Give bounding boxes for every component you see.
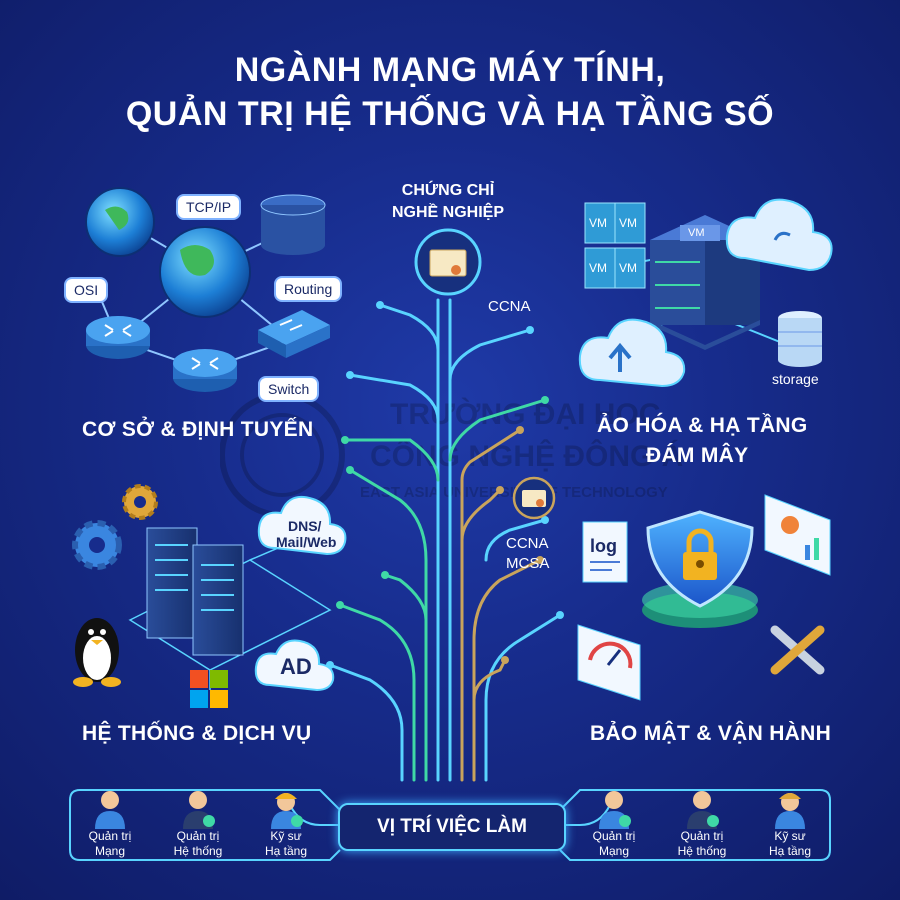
wrench-icon bbox=[770, 625, 825, 675]
job-label-line1: Quản trị bbox=[680, 829, 724, 843]
vm-label: VM bbox=[589, 216, 607, 230]
job-system-admin: Quản trị Hệ thống bbox=[154, 783, 242, 859]
storage-icon bbox=[778, 311, 822, 367]
gear-icon bbox=[122, 484, 158, 520]
jobs-center-label: VỊ TRÍ VIỆC LÀM bbox=[338, 803, 566, 851]
jobs-right: Quản trị Mạng Quản trị Hệ thống Kỹ sư Hạ… bbox=[570, 783, 834, 859]
windows-logo-icon bbox=[190, 670, 228, 708]
shield-lock-icon bbox=[646, 510, 754, 608]
dns-label-line2: Mail/Web bbox=[276, 534, 337, 550]
gear-icon bbox=[72, 520, 122, 570]
gauge-icon bbox=[577, 624, 641, 701]
person-icon bbox=[183, 791, 215, 829]
watermark-line1: TRƯỜNG ĐẠI HỌC bbox=[390, 398, 661, 431]
ad-label: AD bbox=[280, 654, 312, 679]
vm-label: VM bbox=[619, 216, 637, 230]
watermark-line2: CÔNG NGHỆ ĐÔNG Á bbox=[370, 440, 684, 473]
cert-ccna: CCNA bbox=[506, 535, 549, 552]
engineer-icon bbox=[775, 793, 805, 829]
ad-cloud-icon bbox=[254, 639, 335, 692]
job-label-line2: Hệ thống bbox=[677, 844, 727, 858]
cert-ccna-top: CCNA bbox=[488, 298, 531, 315]
section-label-systems: HỆ THỐNG & DỊCH VỤ bbox=[82, 722, 312, 745]
section-label-networking: CƠ SỞ & ĐỊNH TUYẾN bbox=[82, 418, 314, 441]
vm-block-icon bbox=[584, 202, 646, 289]
log-document-icon bbox=[582, 521, 628, 583]
job-infra-engineer: Kỹ sư Hạ tầng bbox=[242, 783, 330, 859]
switch-icon bbox=[258, 310, 330, 358]
job-network-admin: Quản trị Mạng bbox=[66, 783, 154, 859]
cloud-icon bbox=[725, 198, 833, 272]
vm-label: VM bbox=[589, 261, 607, 275]
database-icon bbox=[260, 194, 326, 255]
job-network-admin: Quản trị Mạng bbox=[570, 783, 658, 859]
job-infra-engineer: Kỹ sư Hạ tầng bbox=[746, 783, 834, 859]
server-tower-icon bbox=[146, 527, 244, 656]
person-icon bbox=[687, 791, 719, 829]
job-label-line2: Hạ tầng bbox=[768, 844, 812, 858]
tag-routing: Routing bbox=[274, 276, 343, 302]
cloud-upload-icon bbox=[578, 318, 686, 388]
job-label-line1: Quản trị bbox=[176, 829, 220, 843]
job-system-admin: Quản trị Hệ thống bbox=[658, 783, 746, 859]
section-label-cloud-line1: ẢO HÓA & HẠ TẦNG bbox=[597, 414, 808, 437]
job-label-line1: Quản trị bbox=[592, 829, 636, 843]
tag-switch: Switch bbox=[258, 376, 320, 402]
section-label-cloud-line2: ĐÁM MÂY bbox=[646, 444, 749, 467]
linux-penguin-icon bbox=[73, 618, 121, 687]
job-label-line1: Kỹ sư bbox=[774, 829, 806, 843]
jobs-left: Quản trị Mạng Quản trị Hệ thống Kỹ sư Hạ… bbox=[66, 783, 330, 859]
job-label-line2: Mạng bbox=[94, 844, 126, 858]
job-label-line2: Mạng bbox=[598, 844, 630, 858]
cert-title-line2: NGHỀ NGHIỆP bbox=[391, 204, 504, 221]
storage-label: storage bbox=[772, 371, 819, 387]
dns-cloud-icon bbox=[257, 495, 347, 556]
vm-label: VM bbox=[619, 261, 637, 275]
cert-mcsa: MCSA bbox=[506, 555, 550, 572]
router-icon bbox=[173, 349, 237, 392]
job-label-line2: Hạ tầng bbox=[264, 844, 308, 858]
router-icon bbox=[86, 316, 150, 359]
dns-label-line1: DNS/ bbox=[288, 518, 322, 534]
person-icon bbox=[599, 791, 631, 829]
vm-label: VM bbox=[688, 227, 705, 239]
page-title-line1: NGÀNH MẠNG MÁY TÍNH, bbox=[234, 51, 666, 89]
engineer-icon bbox=[271, 793, 303, 829]
tag-osi: OSI bbox=[64, 277, 109, 303]
person-icon bbox=[95, 791, 125, 829]
log-label: log bbox=[590, 536, 617, 556]
job-label-line1: Quản trị bbox=[88, 829, 132, 843]
section-label-security: BẢO MẬT & VẬN HÀNH bbox=[590, 722, 832, 745]
job-label-line1: Kỹ sư bbox=[270, 829, 302, 843]
chart-panel-icon bbox=[764, 494, 831, 576]
page-title-line2: QUẢN TRỊ HỆ THỐNG VÀ HẠ TẦNG SỐ bbox=[125, 95, 775, 133]
tag-tcpip: TCP/IP bbox=[176, 194, 242, 220]
cert-title-line1: CHỨNG CHỈ bbox=[401, 182, 495, 199]
job-label-line2: Hệ thống bbox=[173, 844, 223, 858]
